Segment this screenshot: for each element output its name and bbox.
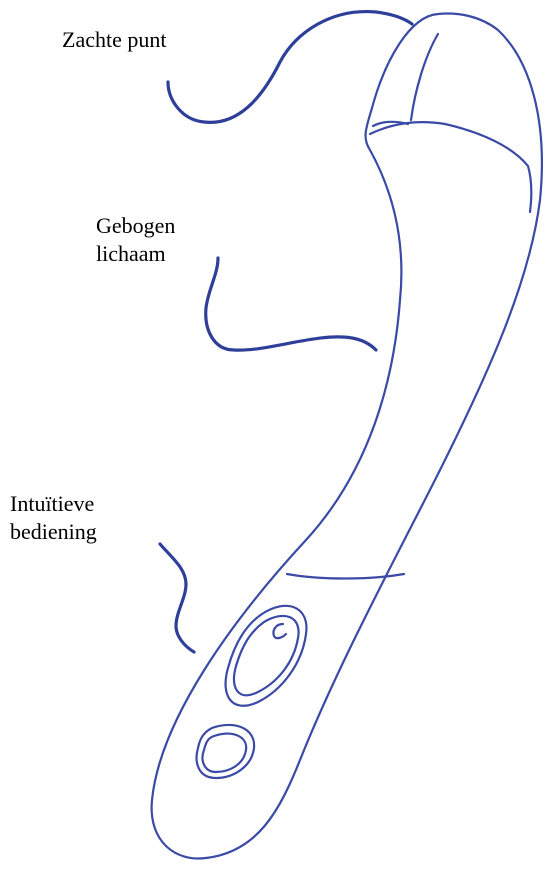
label-soft-tip: Zachte punt [62, 26, 166, 54]
control-button-upper-inner [234, 616, 299, 695]
label-soft-tip-text: Zachte punt [62, 27, 166, 52]
label-intuitive-controls: Intuïtieve bediening [10, 490, 97, 546]
label-intuitive-controls-line1: Intuïtieve [10, 490, 97, 518]
leader-line-body [206, 258, 376, 350]
label-curved-body: Gebogen lichaam [96, 212, 175, 268]
leader-line-controls [160, 544, 194, 652]
device-body-outline [152, 14, 542, 859]
leader-line-tip [168, 12, 412, 123]
label-curved-body-line1: Gebogen [96, 212, 175, 240]
label-intuitive-controls-line2: bediening [10, 518, 97, 546]
tip-inner-crease [411, 34, 438, 120]
label-curved-body-line2: lichaam [96, 240, 175, 268]
power-symbol-icon [273, 624, 286, 638]
control-button-lower-inner [203, 734, 247, 772]
tip-divider-line [370, 122, 531, 212]
